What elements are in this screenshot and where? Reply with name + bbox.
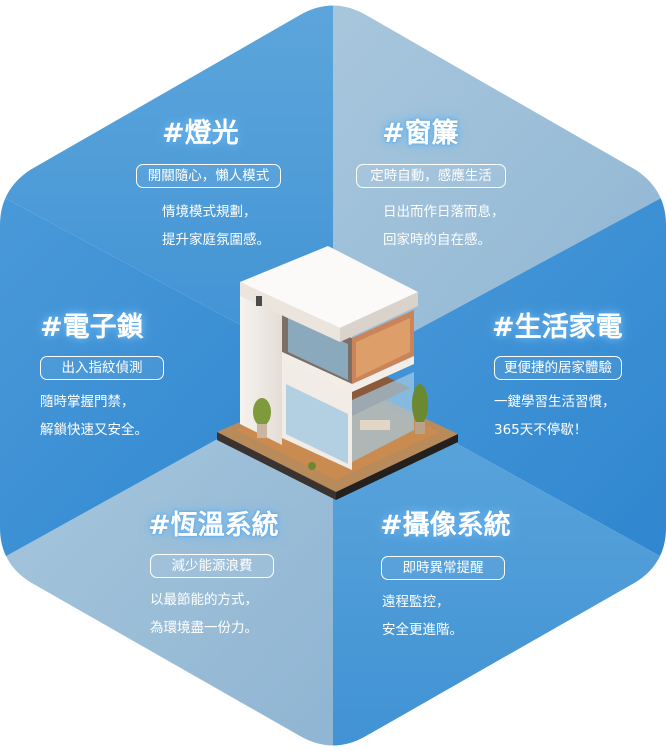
lock-desc-line-1: 隨時掌握門禁， <box>40 394 135 410</box>
thermo-title: #恆溫系統 <box>148 510 279 541</box>
light-desc-line-1: 情境模式規劃， <box>162 204 257 220</box>
lock-title: #電子鎖 <box>40 312 144 343</box>
light-tag: 開關隨心，懶人模式 <box>136 164 281 188</box>
light-title: #燈光 <box>162 118 239 149</box>
camera-desc-line-2: 安全更進階。 <box>382 622 463 638</box>
appliance-title: #生活家電 <box>492 312 623 343</box>
camera-desc-line-1: 遠程監控， <box>382 594 450 610</box>
lock-desc-line-2: 解鎖快速又安全。 <box>40 422 148 438</box>
thermo-desc-line-1: 以最節能的方式， <box>150 592 258 608</box>
light-desc-line-2: 提升家庭氛圍感。 <box>162 232 270 248</box>
appliance-desc-line-1: 一鍵學習生活習慣， <box>494 394 616 410</box>
curtain-title: #窗簾 <box>382 118 459 149</box>
curtain-desc-line-1: 日出而作日落而息， <box>383 204 505 220</box>
segment-light-bg <box>0 5 333 375</box>
segment-appliance-bg <box>333 190 666 565</box>
thermo-desc-line-2: 為環境盡一份力。 <box>150 620 258 636</box>
thermo-tag: 減少能源浪費 <box>150 554 274 578</box>
appliance-tag: 更便捷的居家體驗 <box>494 356 622 380</box>
segment-thermo-bg <box>0 375 333 746</box>
camera-title: #攝像系統 <box>380 510 511 541</box>
curtain-tag: 定時自動，感應生活 <box>356 164 506 188</box>
isometric-house-illustration <box>217 246 458 500</box>
appliance-desc-line-2: 365天不停歇！ <box>494 422 588 438</box>
curtain-desc-line-2: 回家時的自在感。 <box>383 232 491 248</box>
camera-tag: 即時異常提醒 <box>381 556 505 580</box>
lock-tag: 出入指紋偵測 <box>40 356 164 380</box>
